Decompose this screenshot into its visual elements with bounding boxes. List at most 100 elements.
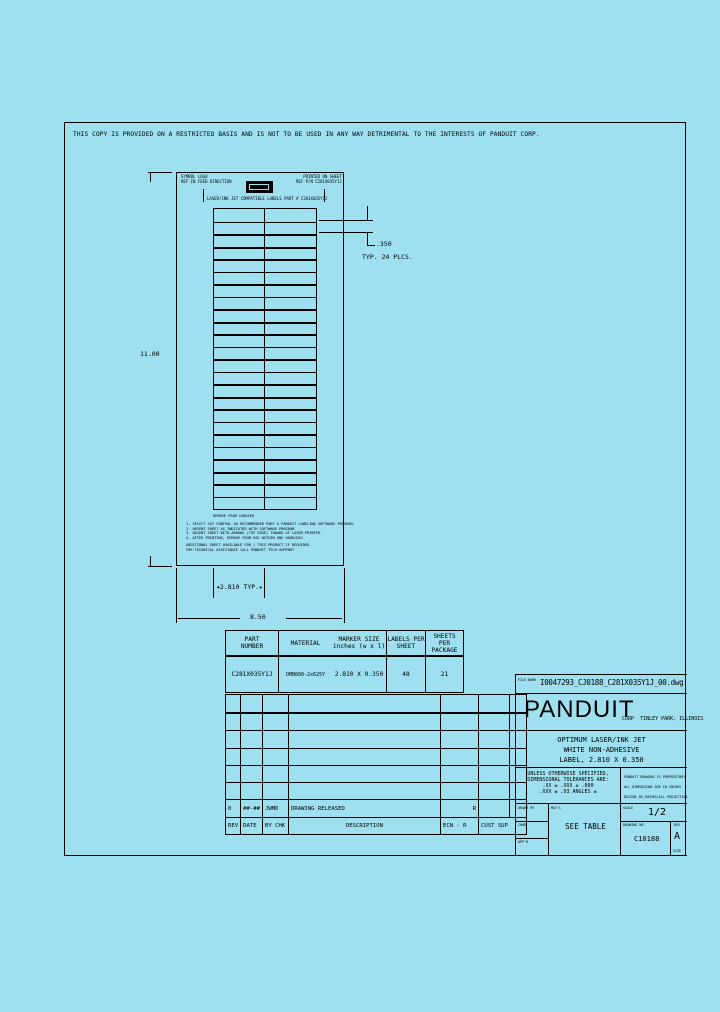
dim-extension-bottom: [148, 566, 172, 568]
dim-extension-label-width-left: [213, 568, 215, 598]
dim-line-width-left: [178, 618, 240, 620]
sheet-header-left-line: SYMBOL LOGO: [181, 174, 208, 179]
grid-row-divider: [214, 334, 316, 336]
drawing-number-value: C10188: [634, 835, 660, 843]
grid-row-divider: [214, 371, 316, 373]
col-description: DESCRIPTION: [287, 816, 441, 836]
tolerance-line: UNLESS OTHERWISE SPECIFIED,: [527, 771, 609, 777]
label-grid: [213, 208, 317, 510]
header-bracket-right: [324, 189, 326, 202]
grid-row-divider: [214, 221, 316, 223]
divider: [620, 821, 687, 823]
proprietary-line: DESIGN IN INCHES/ALL PROJECTION: [624, 795, 688, 799]
col-r: R: [463, 822, 467, 829]
proprietary-line: PANDUIT DRAWING IS PROPRIETARY: [624, 775, 686, 779]
material-label: MAT'L: [551, 806, 562, 810]
tolerance-value: .XXX ± .03 ANGLES ±: [539, 789, 597, 795]
revision-row-empty: [224, 694, 527, 714]
grid-row-divider: [214, 409, 316, 411]
grid-row-divider: [214, 496, 316, 498]
scale-label: SCALE: [623, 806, 634, 810]
grid-row-divider: [214, 284, 316, 286]
revision-block: 0 ##-## JWMD DRAWING RELEASED R REV DATE…: [224, 694, 527, 836]
header-line: PACKAGE: [431, 646, 458, 654]
tolerance-line: DIMENSIONAL TOLERANCES ARE:: [527, 777, 609, 783]
notes-callout: REMOVE FROM CARRIER: [213, 514, 255, 518]
title-block: FILE NAME I0047293_CJ0188_C281X035Y1J_00…: [515, 674, 703, 856]
col-sup: SUP: [497, 822, 508, 829]
ecn-r-cell: R: [439, 799, 479, 818]
col-by: BY: [264, 822, 272, 829]
cell-part-number: C281X035Y1J: [225, 655, 279, 693]
dim-leader: [367, 245, 375, 247]
grid-row-divider: [214, 296, 316, 298]
col-by-chk: BY CHK: [261, 816, 289, 836]
size-label: SIZE: [673, 849, 682, 853]
divider: [620, 768, 622, 804]
grid-row-divider: [214, 396, 316, 399]
note-line: 3. ORIENT SHEET WITH ARROWS (TOP EDGE) T…: [186, 531, 323, 536]
title-line: LABEL, 2.810 X 0.350: [559, 756, 644, 764]
grid-row-divider: [214, 484, 316, 486]
divider: [620, 804, 622, 856]
label-height-note: TYP. 24 PLCS.: [362, 253, 413, 261]
material-value: SEE TABLE: [565, 822, 606, 831]
grid-row-divider: [214, 234, 316, 236]
header-material: MATERIAL: [278, 630, 332, 657]
title-line: WHITE NON-ADHESIVE: [563, 746, 640, 754]
header-line: NUMBER: [240, 643, 264, 650]
col-cust: CUST: [480, 822, 495, 829]
grid-row-divider: [214, 384, 316, 386]
rev-value: A: [674, 831, 681, 842]
file-name-row: FILE NAME I0047293_CJ0188_C281X035Y1J_00…: [516, 674, 687, 694]
grid-row-divider: [214, 471, 316, 474]
cell-marker-size: 2.810 X 0.350: [332, 655, 387, 693]
height-dimension: 11.00: [140, 350, 160, 358]
header-line: SHEETS PER: [433, 632, 456, 647]
company-location-line: CORP TINLEY PARK, ILLINOIS: [622, 716, 703, 722]
header-line: PART: [244, 636, 260, 643]
proprietary-line: ALL DIMENSIONS ARE IN INCHES: [624, 785, 682, 789]
drawing-frame: [64, 122, 686, 856]
dim-extension-label-bottom: [319, 232, 373, 234]
description-cell: DRAWING RELEASED: [287, 799, 441, 818]
title-row: OPTIMUM LASER/INK JET WHITE NON-ADHESIVE…: [516, 731, 687, 768]
sheet-header-left-line: REF IN FEED DIRECTION: [181, 178, 232, 184]
approved-label: APP'D: [518, 840, 529, 844]
cell-labels-per-sheet: 48: [386, 655, 426, 693]
note-footer-line: FOR TECHNICAL ASSISTANCE CALL PANDUIT TE…: [186, 547, 295, 552]
grid-row-divider: [214, 246, 316, 249]
grid-row-divider: [214, 259, 316, 261]
sheet-notes: 1. SELECT CUT CONTROL AS RECOMMENDED PAR…: [186, 522, 355, 553]
by-cell: JWMD: [261, 799, 289, 818]
company-suffix: CORP: [622, 716, 635, 722]
label-width-value: 2.810 TYP.: [219, 583, 260, 591]
grid-row-divider: [214, 459, 316, 461]
approval-area: DRAWN BY CHKD APP'D MAT'L SEE TABLE SCAL…: [516, 804, 687, 856]
cell-sheets-per-package: 21: [425, 655, 464, 693]
label-width-dimension: ◂2.810 TYP.▸: [216, 583, 263, 591]
dim-extension-label-width-right: [264, 568, 266, 598]
rev-label: REV: [674, 823, 681, 827]
note-line: 1. SELECT CUT CONTROL AS RECOMMENDED PAR…: [186, 522, 355, 526]
note-line: 4. AFTER PRINTING, REMOVE FROM USE WITHI…: [186, 535, 305, 540]
file-name-value: I0047293_CJ0188_C281X035Y1J_00.dwg: [540, 678, 684, 687]
restriction-notice: THIS COPY IS PROVIDED ON A RESTRICTED BA…: [73, 131, 540, 138]
sheet-header-caption: LASER/INK JET COMPATIBLE LABELS PART # C…: [207, 196, 328, 201]
rev-cell: 0: [224, 799, 242, 818]
grid-row-divider: [214, 359, 316, 361]
cust-cell: [477, 799, 510, 818]
sheet-header-left: SYMBOL LOGO REF IN FEED DIRECTION: [181, 174, 232, 184]
dim-arrow-label-top: [367, 206, 369, 220]
revision-row-empty: [224, 730, 527, 749]
grid-row-divider: [214, 346, 316, 348]
width-dimension: 8.50: [250, 613, 266, 621]
proprietary-notes: PANDUIT DRAWING IS PROPRIETARY ALL DIMEN…: [624, 772, 687, 802]
header-line: MARKER SIZE: [338, 636, 380, 643]
note-footer-line: ADDITIONAL SHEET AVAILABLE FOR / THIS PR…: [186, 543, 312, 548]
header-line: SHEET: [396, 643, 416, 650]
divider: [516, 821, 548, 823]
